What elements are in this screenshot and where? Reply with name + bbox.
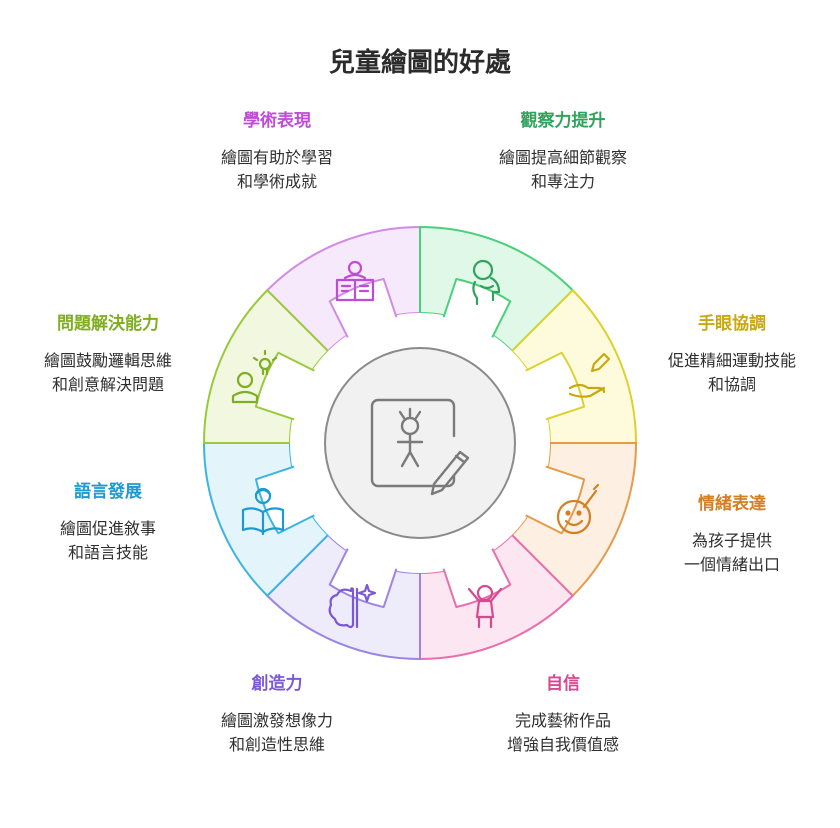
label-description: 繪圖激發想像力 和創造性思維: [157, 709, 397, 757]
label-title: 情緒表達: [698, 494, 766, 514]
label-description: 完成藝術作品 增強自我價值感: [443, 709, 683, 757]
description-line: 促進精細運動技能: [667, 351, 796, 370]
label-description: 促進精細運動技能 和協調: [612, 349, 840, 397]
person-thinking-icon: [472, 259, 501, 306]
child-reading-icon: [241, 487, 285, 536]
label-problem-solving: 問題解決能力 繪圖鼓勵邏輯思維 和創意解決問題: [0, 313, 228, 397]
label-title: 自信: [546, 674, 580, 694]
label-academic: 學術表現 繪圖有助於學習 和學術成就: [157, 110, 397, 194]
description-line: 繪圖有助於學習: [220, 148, 333, 167]
label-title: 創造力: [251, 674, 303, 694]
description-line: 為孩子提供: [691, 531, 772, 550]
description-line: 繪圖提高細節觀察: [498, 148, 627, 167]
label-description: 繪圖提高細節觀察 和專注力: [443, 146, 683, 194]
description-line: 繪圖鼓勵邏輯思維: [43, 351, 172, 370]
happy-child-arms-up-icon: [467, 584, 503, 629]
label-creativity: 創造力 繪圖激發想像力 和創造性思維: [157, 673, 397, 757]
face-painting-icon: [556, 483, 600, 535]
label-title: 觀察力提升: [520, 111, 606, 131]
label-observation: 觀察力提升 繪圖提高細節觀察 和專注力: [443, 110, 683, 194]
description-line: 繪圖促進敘事: [59, 519, 156, 538]
label-description: 繪圖鼓勵邏輯思維 和創意解決問題: [0, 349, 228, 397]
page-title: 兒童繪圖的好處: [328, 48, 511, 78]
brain-sparkle-icon: [328, 583, 377, 629]
description-line: 和語言技能: [67, 543, 148, 562]
description-line: 繪圖激發想像力: [220, 711, 333, 730]
description-line: 和創造性思維: [228, 735, 325, 754]
label-title: 問題解決能力: [57, 314, 159, 334]
label-emotion: 情緒表達 為孩子提供 一個情緒出口: [612, 493, 840, 577]
label-title: 學術表現: [243, 111, 311, 131]
hand-holding-pencil-icon: [568, 352, 611, 398]
description-line: 和創意解決問題: [51, 375, 164, 394]
label-title: 語言發展: [74, 482, 142, 502]
label-language: 語言發展 繪圖促進敘事 和語言技能: [0, 481, 228, 565]
description-line: 和協調: [707, 375, 756, 394]
child-drawing-icon: [370, 398, 470, 496]
description-line: 和專注力: [530, 172, 595, 191]
student-reading-book-icon: [335, 260, 375, 302]
label-hand-eye: 手眼協調 促進精細運動技能 和協調: [612, 313, 840, 397]
label-description: 繪圖有助於學習 和學術成就: [157, 146, 397, 194]
label-description: 繪圖促進敘事 和語言技能: [0, 517, 228, 565]
description-line: 完成藝術作品: [514, 711, 611, 730]
person-lightbulb-idea-icon: [231, 349, 278, 404]
description-line: 增強自我價值感: [506, 735, 619, 754]
label-title: 手眼協調: [698, 314, 766, 334]
description-line: 和學術成就: [236, 172, 317, 191]
label-confidence: 自信 完成藝術作品 增強自我價值感: [443, 673, 683, 757]
label-description: 為孩子提供 一個情緒出口: [612, 529, 840, 577]
description-line: 一個情緒出口: [683, 555, 780, 574]
